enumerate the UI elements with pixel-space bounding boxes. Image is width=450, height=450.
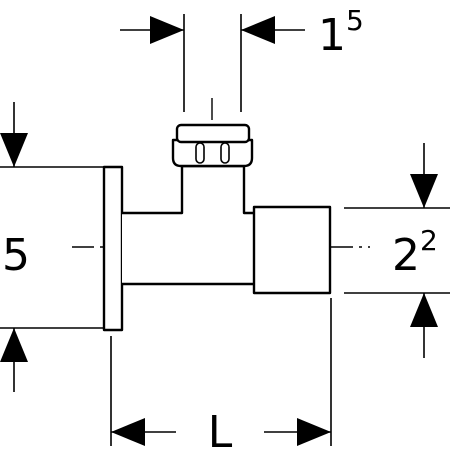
nut-slot-right <box>220 142 230 164</box>
left-dim-label: 5 <box>2 230 30 281</box>
dimension-left-height: 5 <box>0 102 30 392</box>
wall-flange <box>102 165 124 332</box>
nut-upper-ring <box>175 123 251 144</box>
top-dim-label: 15 <box>318 4 364 61</box>
nut-lower-ring <box>171 138 254 168</box>
arrow-right-icon <box>297 418 331 446</box>
nut-slot-left <box>195 142 205 164</box>
arrow-up-icon <box>0 328 28 362</box>
outlet-connector <box>252 205 332 295</box>
top-dim-base: 1 <box>318 10 346 61</box>
right-dim-label: 22 <box>392 224 438 281</box>
arrow-left-icon <box>241 16 275 44</box>
right-dim-base: 2 <box>392 230 420 281</box>
pipe-body <box>122 164 258 286</box>
right-dim-sup: 2 <box>420 224 438 257</box>
dimension-top-width: 15 <box>120 4 364 61</box>
dimension-right-height: 22 <box>392 143 438 358</box>
bottom-dim-label: L <box>208 407 233 450</box>
arrow-right-icon <box>150 16 184 44</box>
valve-body <box>102 123 332 332</box>
dimension-bottom-length: L <box>111 407 331 450</box>
arrow-left-icon <box>111 418 145 446</box>
top-dim-sup: 5 <box>346 4 364 37</box>
arrow-down-icon <box>410 174 438 208</box>
arrow-down-icon <box>0 133 28 167</box>
arrow-up-icon <box>410 293 438 327</box>
